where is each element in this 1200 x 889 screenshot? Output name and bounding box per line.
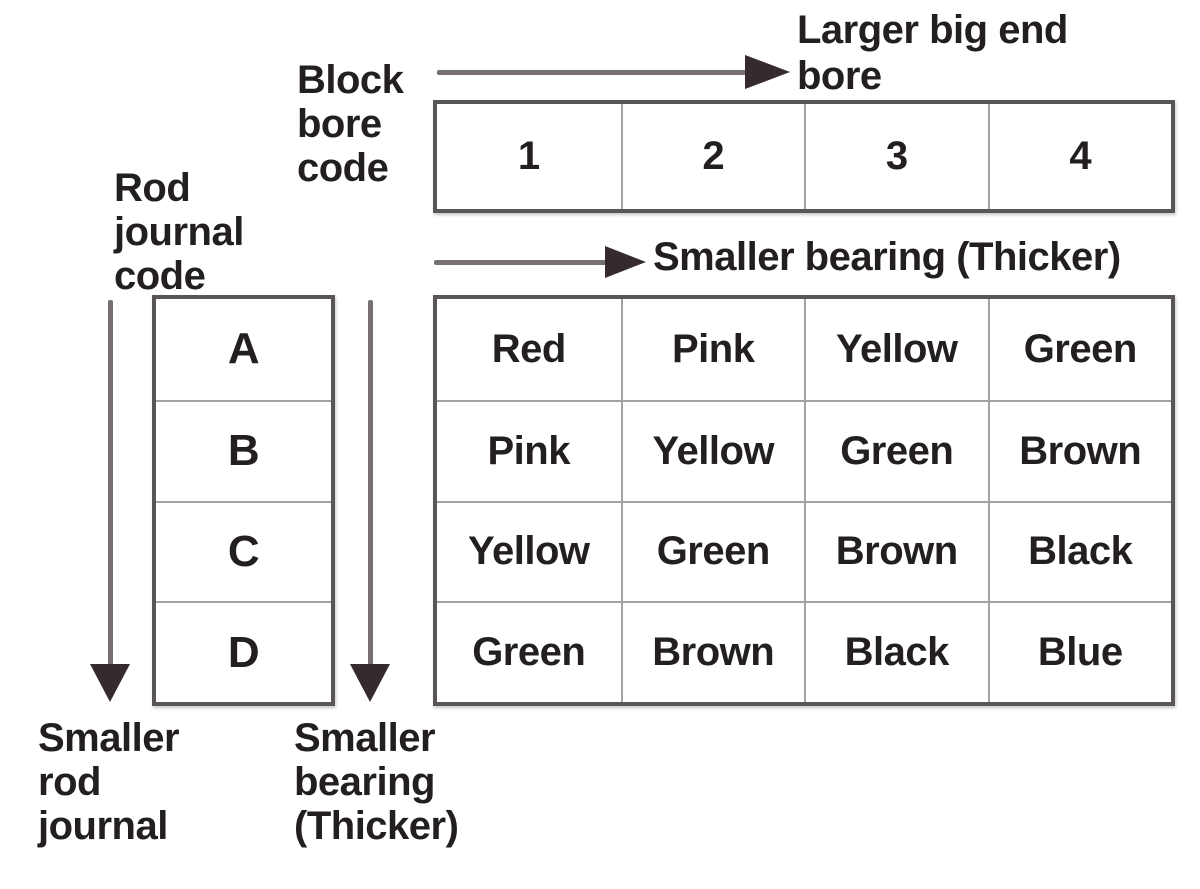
matrix-cell-B3: Green [804,399,988,501]
matrix-cell-D4: Blue [987,601,1171,702]
block-bore-code-label: Block bore code [297,58,404,190]
matrix-cell-D2: Brown [620,601,804,702]
matrix-cell-C3: Brown [804,500,988,602]
matrix-cell-C2: Green [620,500,804,602]
arrow-line [108,300,113,667]
rod-journal-cell-A: A [227,324,260,374]
matrix-cell-D1: Green [437,601,621,702]
rod-journal-cell-B: B [156,399,331,501]
smaller-rod-journal-label: Smaller rod journal [38,716,180,848]
arrow-head-down-icon [90,664,130,702]
rod-journal-cell-C: C [156,500,331,602]
smaller-bearing-thicker-label: Smaller bearing (Thicker) [294,716,459,848]
arrow-line [437,70,746,75]
matrix-cell-D3: Black [804,601,988,702]
rod-journal-cell-D: D [156,601,331,702]
smaller-bearing-direction-label: Smaller bearing (Thicker) [653,235,1121,279]
arrow-line [434,260,606,265]
matrix-cell-B4: Brown [987,399,1171,501]
matrix-cell-A2: Pink [620,299,805,400]
block-bore-cell-1: 1 [517,134,540,178]
matrix-cell-C1: Yellow [437,500,621,602]
block-bore-cell-4: 4 [987,104,1172,209]
arrow-head-right-icon [745,55,790,89]
arrow-head-down-icon [350,664,390,702]
matrix-cell-B2: Yellow [620,399,804,501]
rod-journal-code-table: A B C D [152,295,335,706]
larger-big-end-bore-label: Larger big end bore [797,8,1068,98]
matrix-cell-B1: Pink [437,399,621,501]
matrix-cell-A3: Yellow [804,299,988,400]
matrix-cell-A4: Green [987,299,1172,400]
arrow-line [368,300,373,667]
matrix-cell-C4: Black [987,500,1171,602]
block-bore-cell-2: 2 [620,104,805,209]
block-bore-cell-3: 3 [804,104,988,209]
arrow-head-right-icon [605,246,646,278]
block-bore-code-table: 1 2 3 4 [433,100,1175,213]
matrix-cell-A1: Red [491,326,567,371]
rod-journal-code-label: Rod journal code [114,166,244,298]
bearing-color-matrix: Red Pink Yellow Green Pink Yellow Green … [433,295,1175,706]
